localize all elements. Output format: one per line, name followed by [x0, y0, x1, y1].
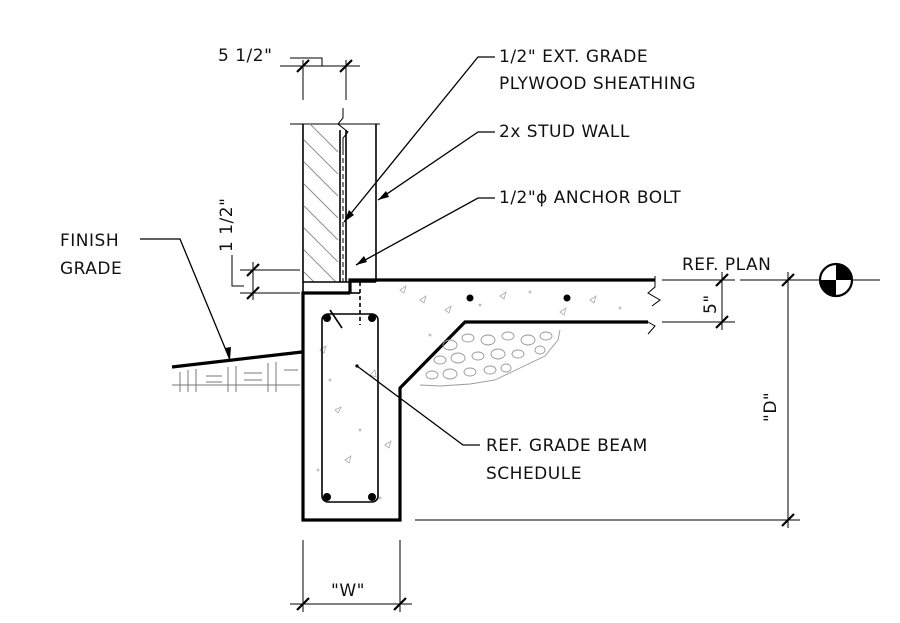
dim-width: "W" [290, 540, 412, 612]
rebar-dot [368, 314, 376, 322]
ref-plan-label: REF. PLAN [682, 255, 771, 275]
grade-beam-label-line1: REF. GRADE BEAM [486, 436, 648, 456]
rebar-cage [321, 282, 571, 503]
anchor-bolt-label: 1/2"ϕ ANCHOR BOLT [499, 188, 681, 208]
dim-width-label: "W" [331, 581, 365, 601]
rebar-dot [323, 493, 331, 501]
grade-beam [301, 276, 661, 522]
stud-hatch [303, 123, 339, 283]
ref-plan-callout: REF. PLAN [682, 255, 771, 275]
callout-finish-grade: FINISH GRADE [60, 231, 231, 361]
grade-beam-label-line2: SCHEDULE [486, 464, 582, 484]
rebar-dot [368, 493, 376, 501]
plywood-label-line1: 1/2" EXT. GRADE [499, 47, 648, 67]
concrete-texture [316, 285, 622, 500]
finish-grade-soil [171, 350, 303, 392]
rebar-dot [466, 294, 474, 302]
stud-wall [290, 108, 380, 293]
dim-step-label: 1 1/2" [217, 198, 237, 252]
plywood-label-line2: PLYWOOD SHEATHING [499, 74, 696, 94]
dim-stud-width-label: 5 1/2" [218, 46, 272, 66]
callout-anchor-bolt: 1/2"ϕ ANCHOR BOLT [355, 188, 681, 266]
callout-stud-wall: 2x STUD WALL [377, 122, 630, 201]
dim-depth: "D" [415, 272, 880, 528]
stud-wall-label: 2x STUD WALL [499, 122, 630, 142]
dim-step: 1 1/2" [217, 198, 300, 300]
finish-grade-label-line2: GRADE [60, 259, 122, 279]
callout-plywood: 1/2" EXT. GRADE PLYWOOD SHEATHING [343, 47, 696, 223]
dim-slab-label: 5" [701, 294, 721, 314]
gravel-fill [419, 329, 561, 387]
callout-grade-beam: REF. GRADE BEAM SCHEDULE [355, 364, 647, 484]
dim-slab: 5" [662, 272, 735, 330]
dim-depth-label: "D" [761, 392, 781, 422]
finish-grade-label-line1: FINISH [60, 231, 119, 251]
elevation-target-icon [818, 262, 854, 298]
dim-stud-width: 5 1/2" [218, 46, 360, 100]
rebar-dot [563, 294, 571, 302]
rebar-dot [323, 314, 331, 322]
